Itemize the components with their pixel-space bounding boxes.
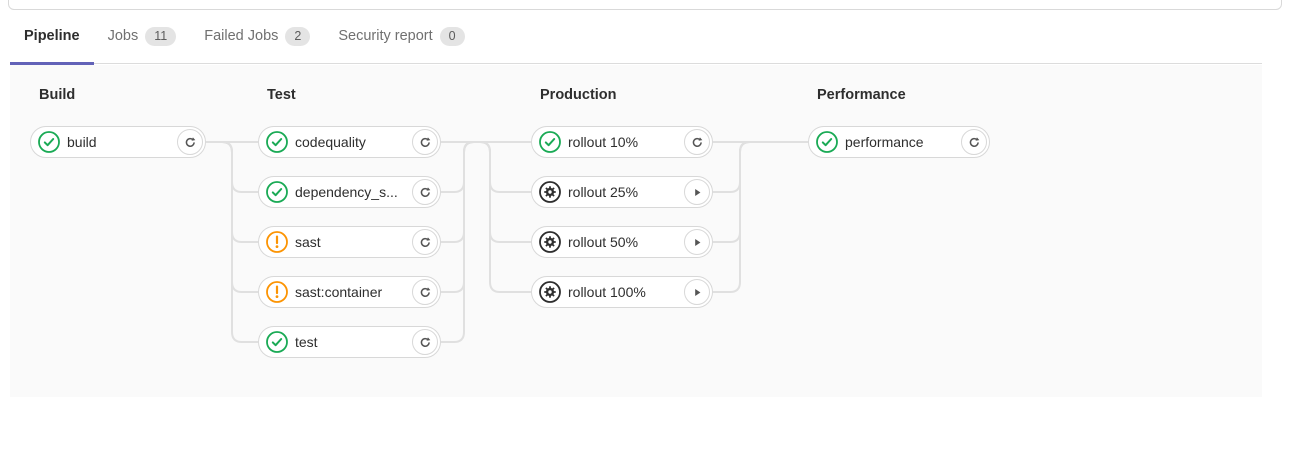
status-manual-icon (539, 281, 561, 303)
stage-header-performance: Performance (817, 87, 906, 103)
tab-jobs-label: Jobs (107, 28, 139, 44)
job-label: build (67, 134, 97, 150)
retry-button[interactable] (412, 129, 438, 155)
job-label: test (295, 334, 318, 350)
status-warning-icon (266, 281, 288, 303)
play-button[interactable] (684, 179, 710, 205)
status-manual-icon (539, 181, 561, 203)
job-rollout-25[interactable]: rollout 25% (531, 176, 713, 208)
job-test[interactable]: test (258, 326, 441, 358)
job-rollout-50[interactable]: rollout 50% (531, 226, 713, 258)
status-success-icon (38, 131, 60, 153)
job-label: performance (845, 134, 924, 150)
job-sast-container[interactable]: sast:container (258, 276, 441, 308)
job-build[interactable]: build (30, 126, 206, 158)
failed-jobs-count-badge: 2 (285, 26, 311, 46)
retry-button[interactable] (177, 129, 203, 155)
stage-header-production: Production (540, 87, 617, 103)
play-button[interactable] (684, 279, 710, 305)
tab-security-report-label: Security report (338, 28, 433, 44)
job-label: rollout 50% (568, 234, 639, 250)
retry-button[interactable] (412, 179, 438, 205)
job-label: codequality (295, 134, 366, 150)
pipeline-graph: Build build Test codequality dependency_s...… (10, 65, 1262, 397)
tab-failed-jobs-label: Failed Jobs (204, 28, 279, 44)
job-dependency-s[interactable]: dependency_s... (258, 176, 441, 208)
jobs-count-badge: 11 (145, 26, 177, 46)
job-label: sast:container (295, 284, 383, 300)
stage-header-build: Build (39, 87, 76, 103)
job-rollout-100[interactable]: rollout 100% (531, 276, 713, 308)
retry-button[interactable] (961, 129, 987, 155)
retry-button[interactable] (412, 229, 438, 255)
job-label: rollout 10% (568, 134, 639, 150)
tab-jobs[interactable]: Jobs 11 (94, 9, 191, 63)
status-manual-icon (539, 231, 561, 253)
job-performance[interactable]: performance (808, 126, 990, 158)
retry-button[interactable] (412, 329, 438, 355)
retry-button[interactable] (684, 129, 710, 155)
tab-pipeline[interactable]: Pipeline (10, 9, 94, 65)
job-codequality[interactable]: codequality (258, 126, 441, 158)
job-rollout-10[interactable]: rollout 10% (531, 126, 713, 158)
job-label: sast (295, 234, 321, 250)
status-warning-icon (266, 231, 288, 253)
status-success-icon (816, 131, 838, 153)
job-sast[interactable]: sast (258, 226, 441, 258)
stage-header-test: Test (267, 87, 296, 103)
tab-bar: Pipeline Jobs 11 Failed Jobs 2 Security … (10, 9, 1262, 65)
status-success-icon (266, 181, 288, 203)
job-label: rollout 25% (568, 184, 639, 200)
tab-failed-jobs[interactable]: Failed Jobs 2 (190, 9, 324, 63)
tab-security-report[interactable]: Security report 0 (324, 9, 478, 63)
top-panel-remnant (8, 0, 1282, 10)
play-button[interactable] (684, 229, 710, 255)
tab-pipeline-label: Pipeline (24, 28, 80, 44)
status-success-icon (539, 131, 561, 153)
job-label: dependency_s... (295, 184, 398, 200)
status-success-icon (266, 131, 288, 153)
retry-button[interactable] (412, 279, 438, 305)
job-label: rollout 100% (568, 284, 646, 300)
connector-lines (206, 141, 808, 343)
security-report-count-badge: 0 (439, 26, 465, 46)
status-success-icon (266, 331, 288, 353)
